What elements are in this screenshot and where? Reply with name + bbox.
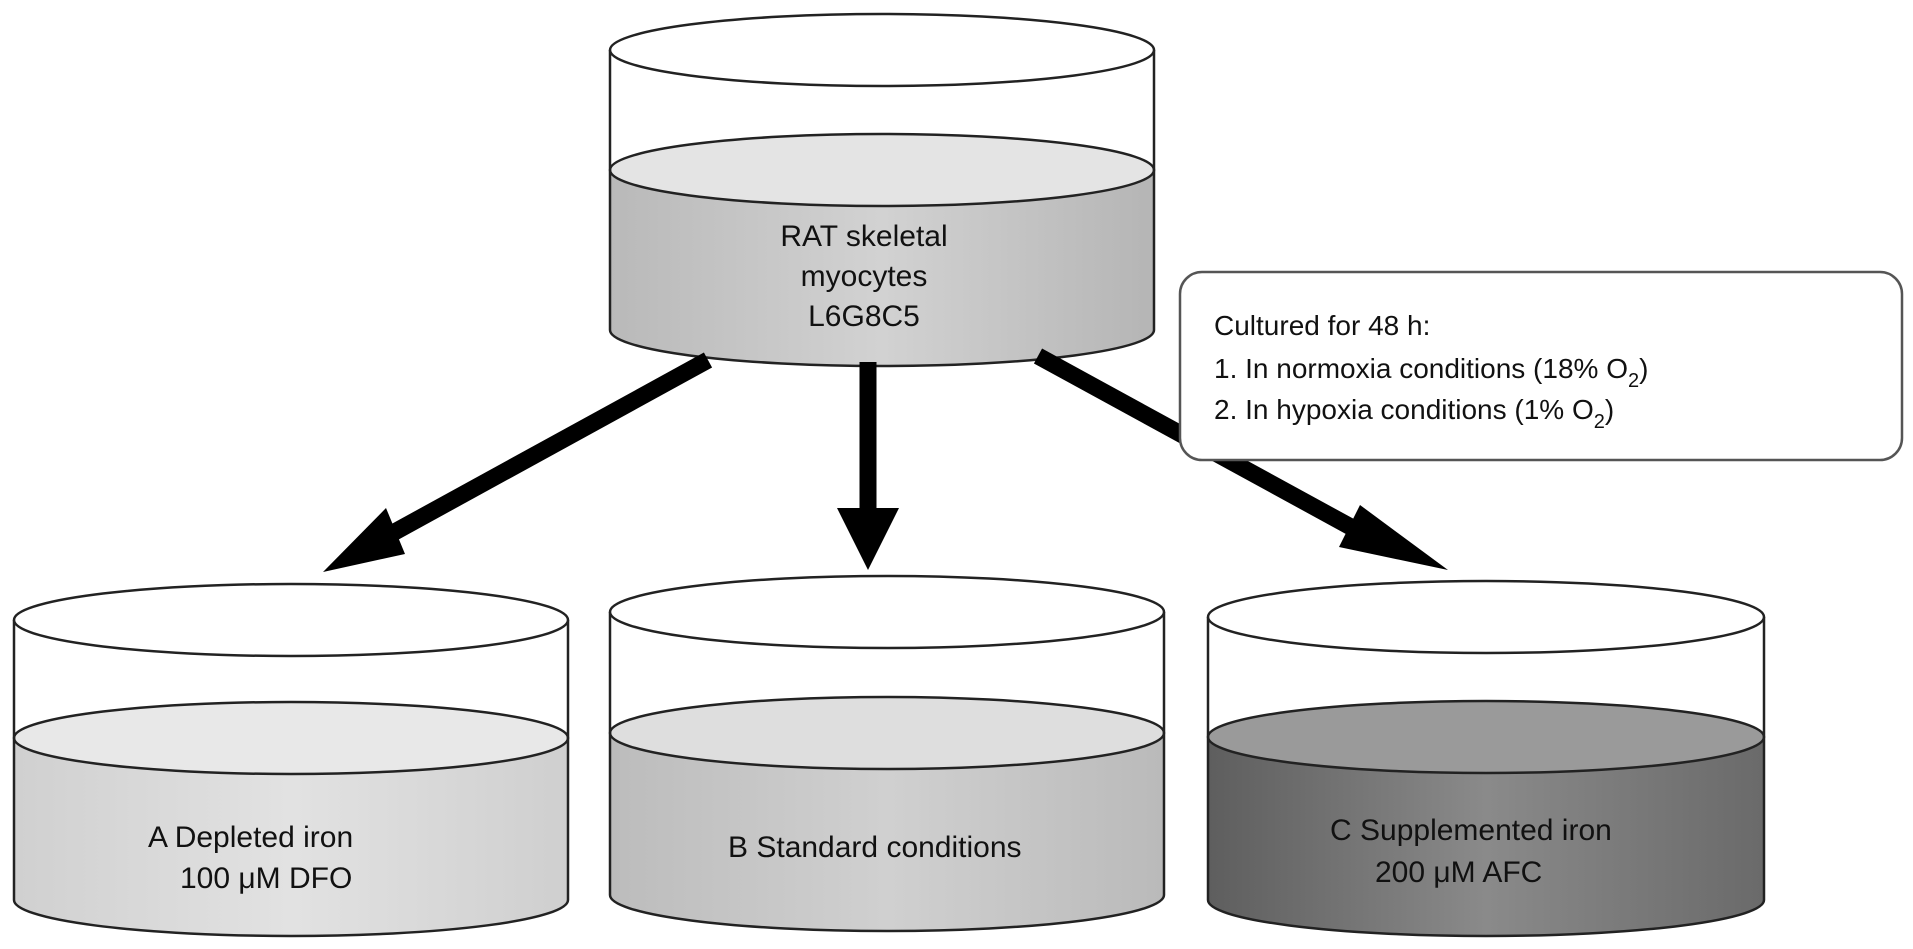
dish-c-top-rim bbox=[1206, 579, 1766, 655]
note-item-normoxia-subscript: 2 bbox=[1628, 370, 1639, 392]
note-item-hypoxia-subscript: 2 bbox=[1594, 411, 1605, 433]
dish-a-label-line-1: A Depleted iron bbox=[148, 821, 353, 854]
note-item-hypoxia-prefix: 2. In hypoxia conditions (1% O bbox=[1214, 394, 1594, 425]
note-title: Cultured for 48 h: bbox=[1214, 310, 1430, 341]
dish-b-top-rim bbox=[608, 574, 1166, 650]
dish-c-label-line-2: 200 μM AFC bbox=[1375, 856, 1542, 889]
dish-c-label-line-1: C Supplemented iron bbox=[1330, 814, 1612, 847]
dish-b-liquid bbox=[610, 733, 1164, 931]
dish-a-liquid bbox=[14, 738, 568, 936]
dish-c: C Supplemented iron 200 μM AFC bbox=[1206, 579, 1766, 938]
dish-b-liquid-surface bbox=[608, 695, 1166, 771]
source-dish: RAT skeletal myocytes L6G8C5 bbox=[608, 12, 1156, 368]
dish-b-label-line-1: B Standard conditions bbox=[728, 831, 1022, 864]
dish-a-label-line-2: 100 μM DFO bbox=[180, 862, 352, 895]
source-dish-liquid-surface bbox=[608, 132, 1156, 208]
source-dish-top-rim bbox=[608, 12, 1156, 88]
dish-c-liquid-surface bbox=[1206, 699, 1766, 775]
source-dish-label-line-1: RAT skeletal bbox=[780, 220, 947, 253]
note-item-normoxia-suffix: ) bbox=[1639, 353, 1648, 384]
arrow-to-dish-b bbox=[837, 362, 899, 570]
source-dish-bottom-rim bbox=[608, 329, 1156, 368]
note-item-hypoxia-suffix: ) bbox=[1605, 394, 1614, 425]
note-box bbox=[1178, 270, 1904, 462]
dish-b-bottom-rim bbox=[608, 894, 1166, 933]
dish-a-bottom-rim bbox=[12, 899, 570, 938]
dish-c-liquid bbox=[1208, 737, 1764, 936]
dish-a-top-rim bbox=[12, 582, 570, 658]
source-dish-liquid bbox=[610, 170, 1154, 366]
dish-a: A Depleted iron 100 μM DFO bbox=[12, 582, 570, 938]
source-dish-label-line-3: L6G8C5 bbox=[808, 300, 920, 333]
dish-a-liquid-surface bbox=[12, 700, 570, 776]
arrow-to-dish-a bbox=[323, 352, 713, 572]
dish-b: B Standard conditions bbox=[608, 574, 1166, 933]
dish-c-bottom-rim bbox=[1206, 899, 1766, 938]
note-item-normoxia: 1. In normoxia conditions (18% O2) bbox=[1214, 353, 1648, 392]
culture-conditions-note: Cultured for 48 h: 1. In normoxia condit… bbox=[1178, 270, 1904, 462]
note-item-hypoxia: 2. In hypoxia conditions (1% O2) bbox=[1214, 394, 1614, 433]
note-item-normoxia-prefix: 1. In normoxia conditions (18% O bbox=[1214, 353, 1628, 384]
source-dish-label-line-2: myocytes bbox=[801, 260, 928, 293]
